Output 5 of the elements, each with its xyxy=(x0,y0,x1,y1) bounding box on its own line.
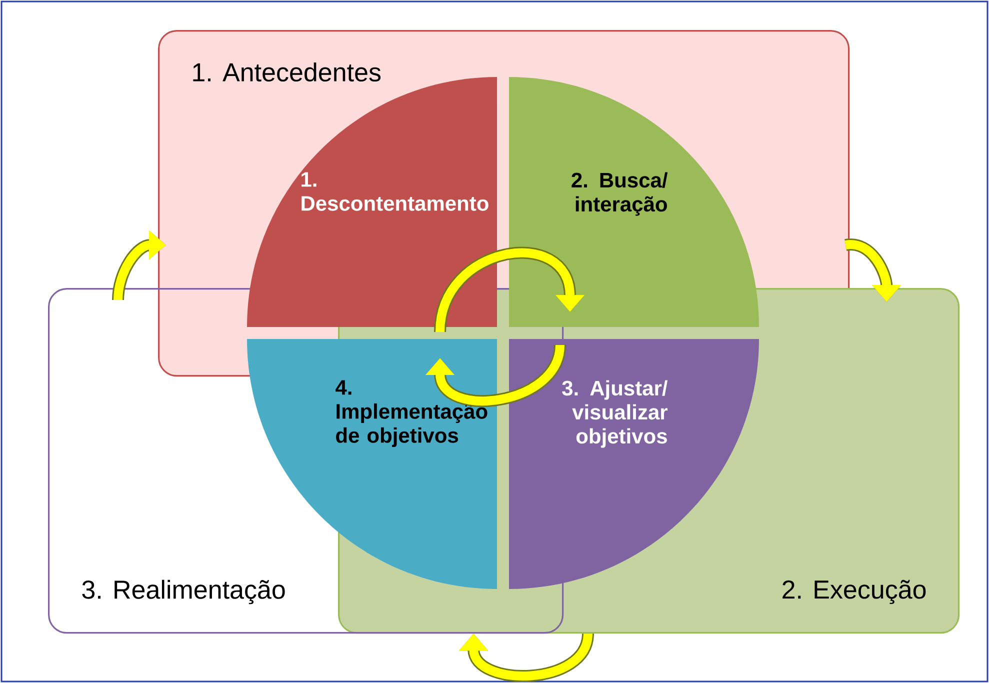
quadrant: 3. Ajustar/ visualizar objetivos xyxy=(509,339,759,589)
quadrant: 2. Busca/ interação xyxy=(509,77,759,327)
curved-arrow xyxy=(459,632,594,682)
curved-arrow xyxy=(425,344,566,407)
curved-arrow xyxy=(434,246,585,333)
